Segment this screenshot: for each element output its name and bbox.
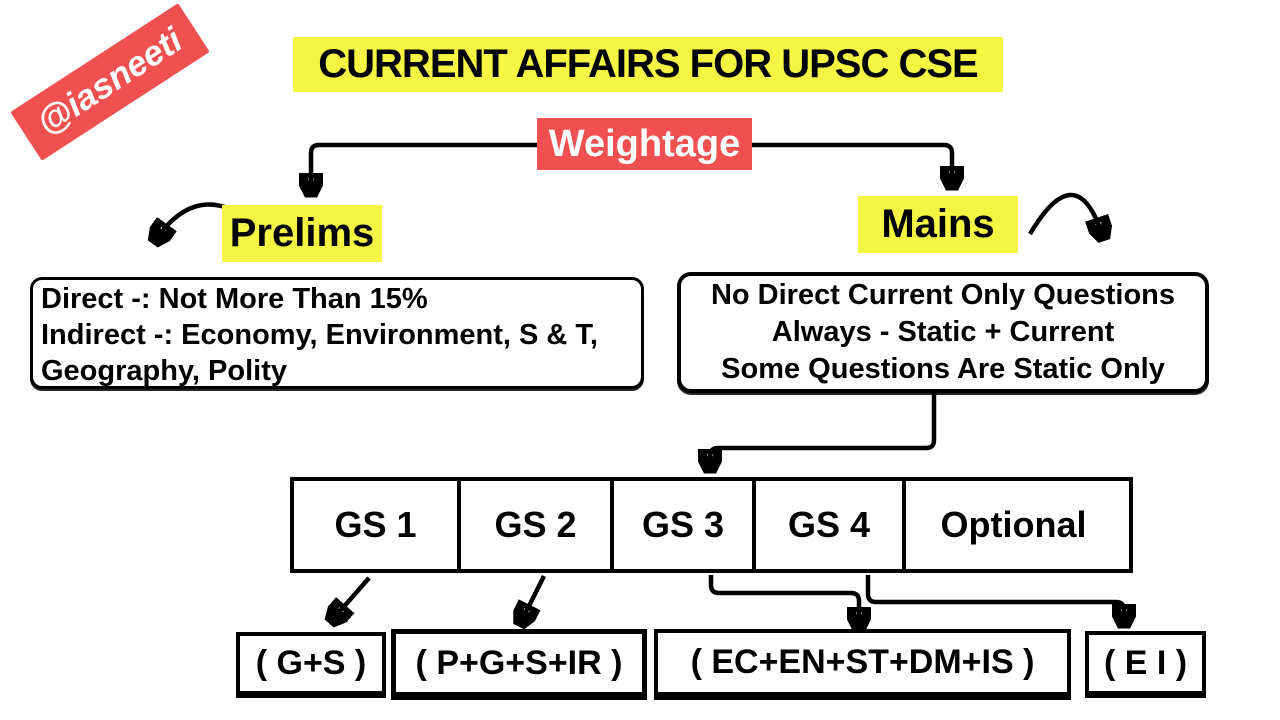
prelims-info-box: Direct -: Not More Than 15% Indirect -: … — [30, 277, 644, 389]
arrow-gs4-to-ei — [865, 575, 1124, 621]
prelims-info-line: Indirect -: Economy, Environment, S & T, — [41, 319, 598, 351]
prelims-info-line: Geography, Polity — [41, 355, 288, 387]
arrow-mains-to-gs3 — [710, 393, 937, 466]
paper-cell-optional: Optional — [902, 481, 1121, 569]
paper-cell-gs4: GS 4 — [752, 481, 902, 569]
prelims-label: Prelims — [222, 205, 382, 262]
channel-badge: @iasneeti — [10, 3, 210, 161]
paper-cell-gs2: GS 2 — [457, 481, 610, 569]
mains-info-box: No Direct Current Only Questions Always … — [677, 272, 1209, 393]
mains-info-line: No Direct Current Only Questions — [710, 279, 1176, 311]
subject-box-gs3: ( EC+EN+ST+DM+IS ) — [654, 629, 1071, 700]
arrow-gs3-to-ec — [708, 575, 859, 624]
page-title: CURRENT AFFAIRS FOR UPSC CSE — [293, 37, 1003, 92]
arrow-weightage-to-mains — [752, 142, 952, 183]
weightage-node: Weightage — [537, 118, 752, 170]
arrow-gs2-to-pgsir — [522, 574, 547, 620]
subject-box-gs1: ( G+S ) — [236, 632, 386, 698]
arrow-gs1-to-gs — [334, 576, 371, 618]
arrow-weightage-to-prelims — [311, 142, 537, 190]
arrow-curl-mains — [1028, 192, 1102, 234]
paper-cell-gs1: GS 1 — [334, 504, 417, 545]
mains-info-line: Some Questions Are Static Only — [721, 353, 1165, 385]
mains-info-line: Always - Static + Current — [771, 316, 1115, 348]
paper-cell-gs3: GS 3 — [610, 481, 752, 569]
mains-label: Mains — [858, 196, 1018, 253]
prelims-info-line: Direct -: Not More Than 15% — [41, 283, 428, 315]
papers-table: GS 1 GS 2 GS 3 GS 4 Optional — [290, 477, 1133, 573]
subject-box-gs4: ( E I ) — [1085, 631, 1206, 698]
subject-box-gs2: ( P+G+S+IR ) — [391, 629, 647, 700]
